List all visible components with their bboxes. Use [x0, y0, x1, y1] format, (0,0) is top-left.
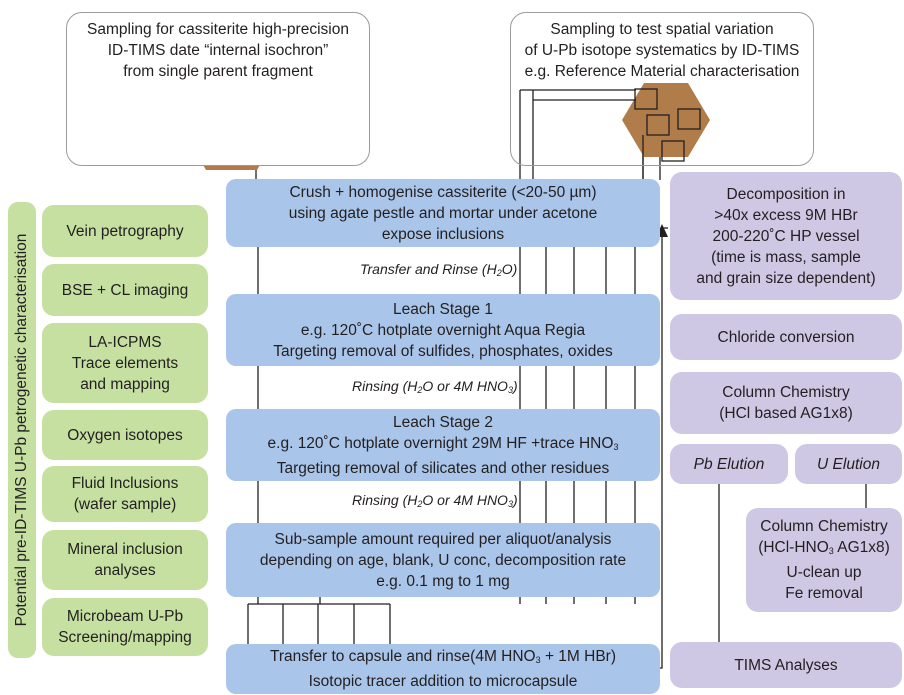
green-box-oxygen: Oxygen isotopes: [42, 410, 208, 460]
u-elution-box: U Elution: [795, 444, 902, 484]
step-crush-line: Crush + homogenise cassiterite (<20-50 µ…: [289, 183, 597, 201]
green-box-label: Microbeam U-Pb Screening/mapping: [58, 608, 192, 646]
decomposition-line: Decomposition in: [726, 185, 846, 203]
step-crush: Crush + homogenise cassiterite (<20-50 µ…: [226, 179, 660, 247]
step-leach2: Leach Stage 2 e.g. 120˚C hotplate overni…: [226, 409, 660, 481]
column2-line4: Fe removal: [785, 585, 863, 602]
step-leach2-title: Leach Stage 2: [393, 413, 493, 431]
step-leach1-line: Targeting removal of sulfides, phosphate…: [273, 342, 613, 360]
tims-label: TIMS Analyses: [734, 656, 838, 674]
pb-elution-box: Pb Elution: [670, 444, 788, 484]
column-line: Column Chemistry: [722, 384, 850, 401]
step-leach1-line: Leach Stage 1: [393, 300, 493, 318]
green-box-laicpms: LA-ICPMS Trace elements and mapping: [42, 323, 208, 403]
side-label: Potential pre-ID-TIMS U-Pb petrogenetic …: [13, 233, 30, 627]
pb-elution-label: Pb Elution: [693, 455, 765, 473]
top-right-line-1: Sampling to test spatial variation: [550, 21, 774, 38]
decomposition-line: >40x excess 9M HBr: [714, 206, 858, 224]
decomposition-line: and grain size dependent): [696, 269, 876, 287]
top-left-line-2: ID-TIMS date “internal isochron”: [107, 42, 329, 59]
decomposition-line: (time is mass, sample: [711, 248, 861, 266]
green-box-label: Fluid Inclusions (wafer sample): [71, 475, 179, 513]
u-elution-label: U Elution: [817, 455, 880, 473]
green-box-label: Oxygen isotopes: [67, 426, 183, 444]
step-capsule: Transfer to capsule and rinse(4M HNO3 + …: [226, 644, 660, 694]
column2-line1: Column Chemistry: [760, 518, 888, 535]
column2-line2: (HCl-HNO3 AG1x8): [758, 539, 890, 556]
green-box-label: Vein petrography: [66, 222, 184, 240]
rinsing-label-1: Rinsing (H2O or 4M HNO3): [352, 378, 518, 395]
green-box-fluid: Fluid Inclusions (wafer sample): [42, 466, 208, 522]
step-subsample: Sub-sample amount required per aliquot/a…: [226, 523, 660, 597]
step-leach2-line2: e.g. 120˚C hotplate overnight 29M HF +tr…: [267, 434, 619, 452]
column-line: (HCl based AG1x8): [719, 405, 853, 422]
step-crush-line: expose inclusions: [381, 225, 505, 243]
step-capsule-line2: Isotopic tracer addition to microcapsule: [308, 673, 578, 690]
step-crush-line: using agate pestle and mortar under acet…: [288, 204, 598, 222]
step-subsample-line: depending on age, blank, U conc, decompo…: [259, 551, 627, 569]
green-box-mineral: Mineral inclusion analyses: [42, 530, 208, 590]
step-leach1-line: e.g. 120˚C hotplate overnight Aqua Regia: [300, 321, 586, 339]
green-box-bse: BSE + CL imaging: [42, 264, 208, 316]
transfer-rinse-label: Transfer and Rinse (H2O): [360, 261, 518, 278]
green-box-vein: Vein petrography: [42, 205, 208, 257]
column-chemistry-u-box: Column Chemistry (HCl-HNO3 AG1x8) U-clea…: [746, 508, 902, 612]
top-left-line-3: from single parent fragment: [123, 63, 313, 80]
rinsing-label-2: Rinsing (H2O or 4M HNO3): [352, 492, 518, 509]
column-chemistry-box: Column Chemistry (HCl based AG1x8): [670, 372, 902, 434]
top-right-line-3: e.g. Reference Material characterisation: [524, 63, 800, 80]
tims-analyses-box: TIMS Analyses: [670, 642, 902, 688]
step-leach1: Leach Stage 1 e.g. 120˚C hotplate overni…: [226, 294, 660, 366]
green-box-label: BSE + CL imaging: [61, 281, 189, 299]
step-capsule-line1: Transfer to capsule and rinse(4M HNO3 + …: [270, 648, 616, 665]
green-box-label: LA-ICPMS Trace elements and mapping: [71, 333, 179, 393]
step-subsample-line: e.g. 0.1 mg to 1 mg: [376, 572, 510, 590]
chloride-label: Chloride conversion: [717, 328, 855, 346]
step-leach2-line3: Targeting removal of silicates and other…: [276, 459, 610, 477]
decomposition-box: Decomposition in >40x excess 9M HBr 200-…: [670, 172, 902, 300]
decomposition-line: 200-220˚C HP vessel: [712, 227, 860, 245]
column2-line3: U-clean up: [786, 564, 862, 581]
side-label-bar: Potential pre-ID-TIMS U-Pb petrogenetic …: [8, 202, 36, 658]
top-right-line-2: of U-Pb isotope systematics by ID-TIMS: [524, 42, 800, 59]
top-right-sampling-box: Sampling to test spatial variation of U-…: [510, 12, 814, 166]
green-box-microbeam: Microbeam U-Pb Screening/mapping: [42, 598, 208, 656]
step-subsample-line: Sub-sample amount required per aliquot/a…: [274, 530, 612, 548]
green-box-label: Mineral inclusion analyses: [67, 541, 183, 579]
chloride-conversion-box: Chloride conversion: [670, 314, 902, 360]
right-hexagon-icon: [622, 83, 710, 157]
top-left-sampling-box: Sampling for cassiterite high-precision …: [66, 12, 370, 166]
top-left-line-1: Sampling for cassiterite high-precision: [87, 21, 349, 38]
